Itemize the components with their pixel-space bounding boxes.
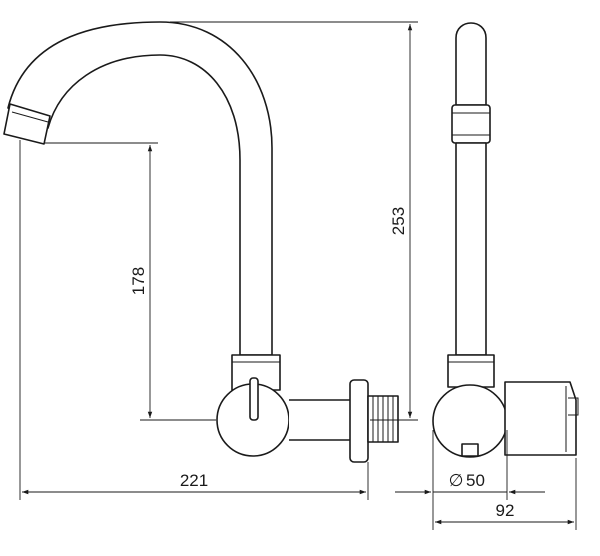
side-top-cap [455, 22, 487, 106]
dimension-side-depth: 92 [432, 458, 577, 530]
dimension-label-178: 178 [129, 267, 148, 295]
front-spout-body [7, 21, 273, 356]
side-neck-collar [447, 354, 495, 388]
dimension-base-diameter: ∅ 50 [395, 430, 545, 500]
dimension-total-height: 253 [170, 21, 418, 421]
dimension-label-diameter-symbol: ∅ [449, 471, 464, 490]
dimension-label-92: 92 [496, 501, 515, 520]
dimension-label-221: 221 [180, 471, 208, 490]
dimension-label-253: 253 [389, 207, 408, 235]
side-ring-band [451, 104, 491, 144]
side-vertical-tube [455, 142, 487, 356]
side-view [432, 22, 579, 458]
dimension-width: 221 [19, 140, 369, 500]
front-wall-flange [349, 379, 369, 463]
side-lever-pivot [461, 443, 479, 457]
dimension-spout-height: 178 [44, 142, 216, 421]
front-connector [289, 399, 353, 441]
dimension-label-50: 50 [466, 471, 485, 490]
front-view [3, 21, 399, 463]
front-lever-handle [249, 377, 259, 421]
front-thread-lines [372, 396, 394, 442]
side-handle-block [504, 381, 577, 456]
front-aerator [3, 103, 51, 145]
